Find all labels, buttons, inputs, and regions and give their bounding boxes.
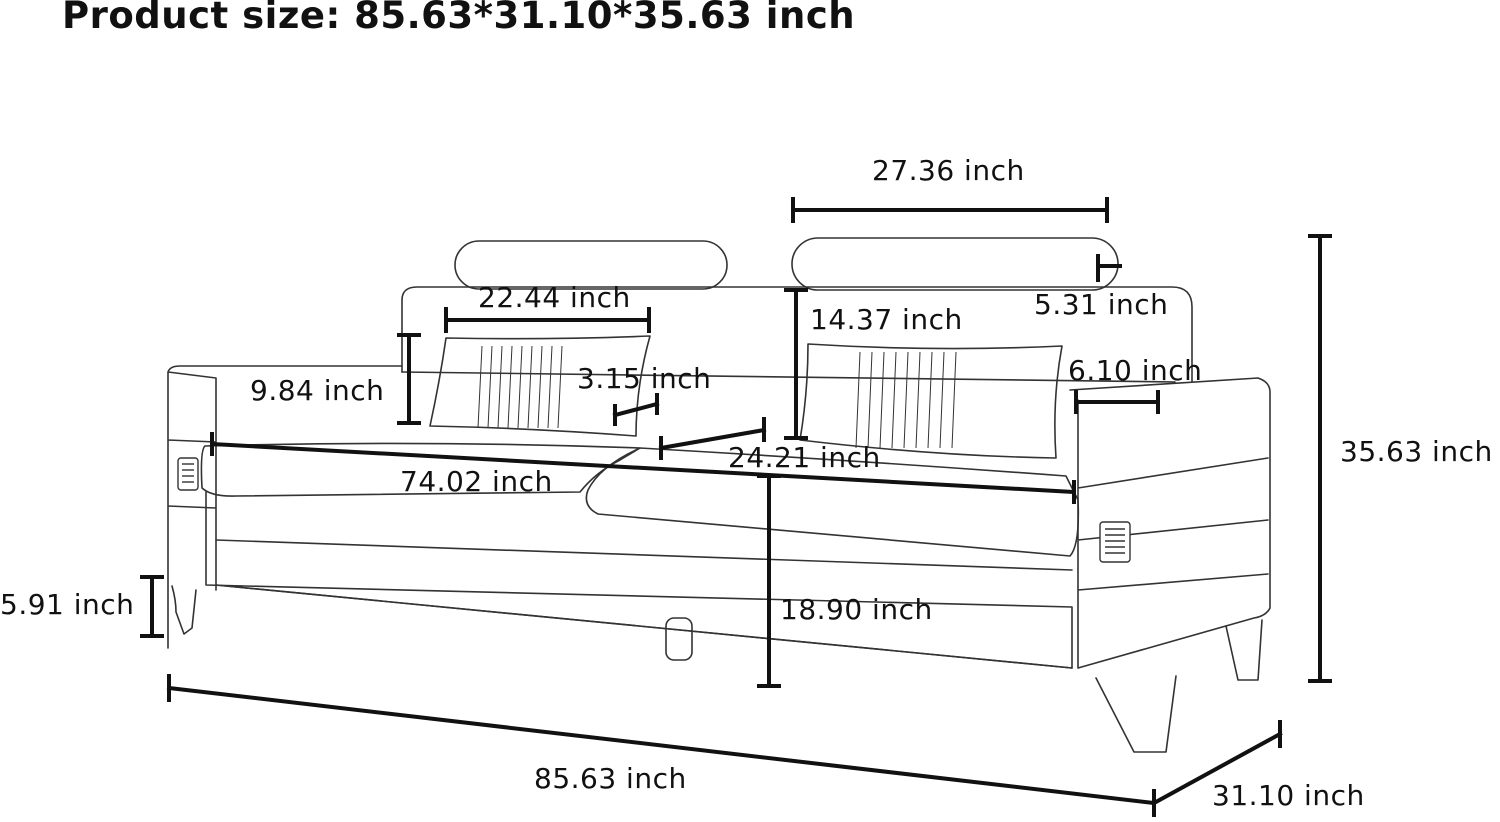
seat-width-label: 74.02 inch [400, 465, 553, 498]
left-pillow [429, 335, 651, 437]
product-size-title: Product size: 85.63*31.10*35.63 inch [62, 0, 856, 37]
speaker-grill-right [1099, 521, 1131, 563]
seat-depth-label: 24.21 inch [728, 441, 881, 474]
right-leg-back [1225, 619, 1263, 681]
seat-depth-dimension [658, 417, 767, 460]
left-armrest [167, 365, 403, 649]
pillow-depth-dimension [612, 393, 660, 426]
headrest-depth-label: 5.31 inch [1034, 288, 1169, 321]
pillow-width-label: 22.44 inch [478, 281, 631, 314]
total-height-label: 35.63 inch [1340, 435, 1493, 468]
leg-height-dimension [140, 575, 164, 638]
total-depth-dimension [1151, 720, 1283, 806]
right-armrest [1069, 377, 1271, 669]
back-height-dimension [784, 288, 808, 440]
total-depth-label: 31.10 inch [1212, 779, 1365, 812]
leg-height-label: 5.91 inch [0, 588, 135, 621]
pillow-height-label: 9.84 inch [250, 374, 385, 407]
back-height-label: 14.37 inch [810, 303, 963, 336]
arm-width-dimension [1074, 390, 1160, 414]
right-pillow [799, 343, 1063, 459]
right-leg-front [1095, 675, 1177, 753]
total-length-label: 85.63 inch [534, 762, 687, 795]
seat-skirt [215, 584, 1073, 669]
seat-height-dimension [757, 474, 781, 688]
pillow-depth-label: 3.15 inch [577, 362, 712, 395]
left-leg [171, 585, 197, 635]
headrest-width-dimension [791, 197, 1109, 223]
left-headrest [454, 240, 728, 290]
seat-width-dimension [209, 432, 1077, 504]
total-height-dimension [1308, 234, 1332, 683]
headrest-depth-dimension [1096, 254, 1122, 282]
pillow-width-dimension [444, 307, 651, 333]
pillow-height-dimension [397, 333, 421, 425]
arm-width-label: 6.10 inch [1068, 354, 1203, 387]
center-leg [665, 617, 693, 661]
headrest-width-label: 27.36 inch [872, 154, 1025, 187]
backrest [401, 286, 1193, 383]
speaker-grill-left [177, 457, 199, 491]
seat-height-label: 18.90 inch [780, 593, 933, 626]
